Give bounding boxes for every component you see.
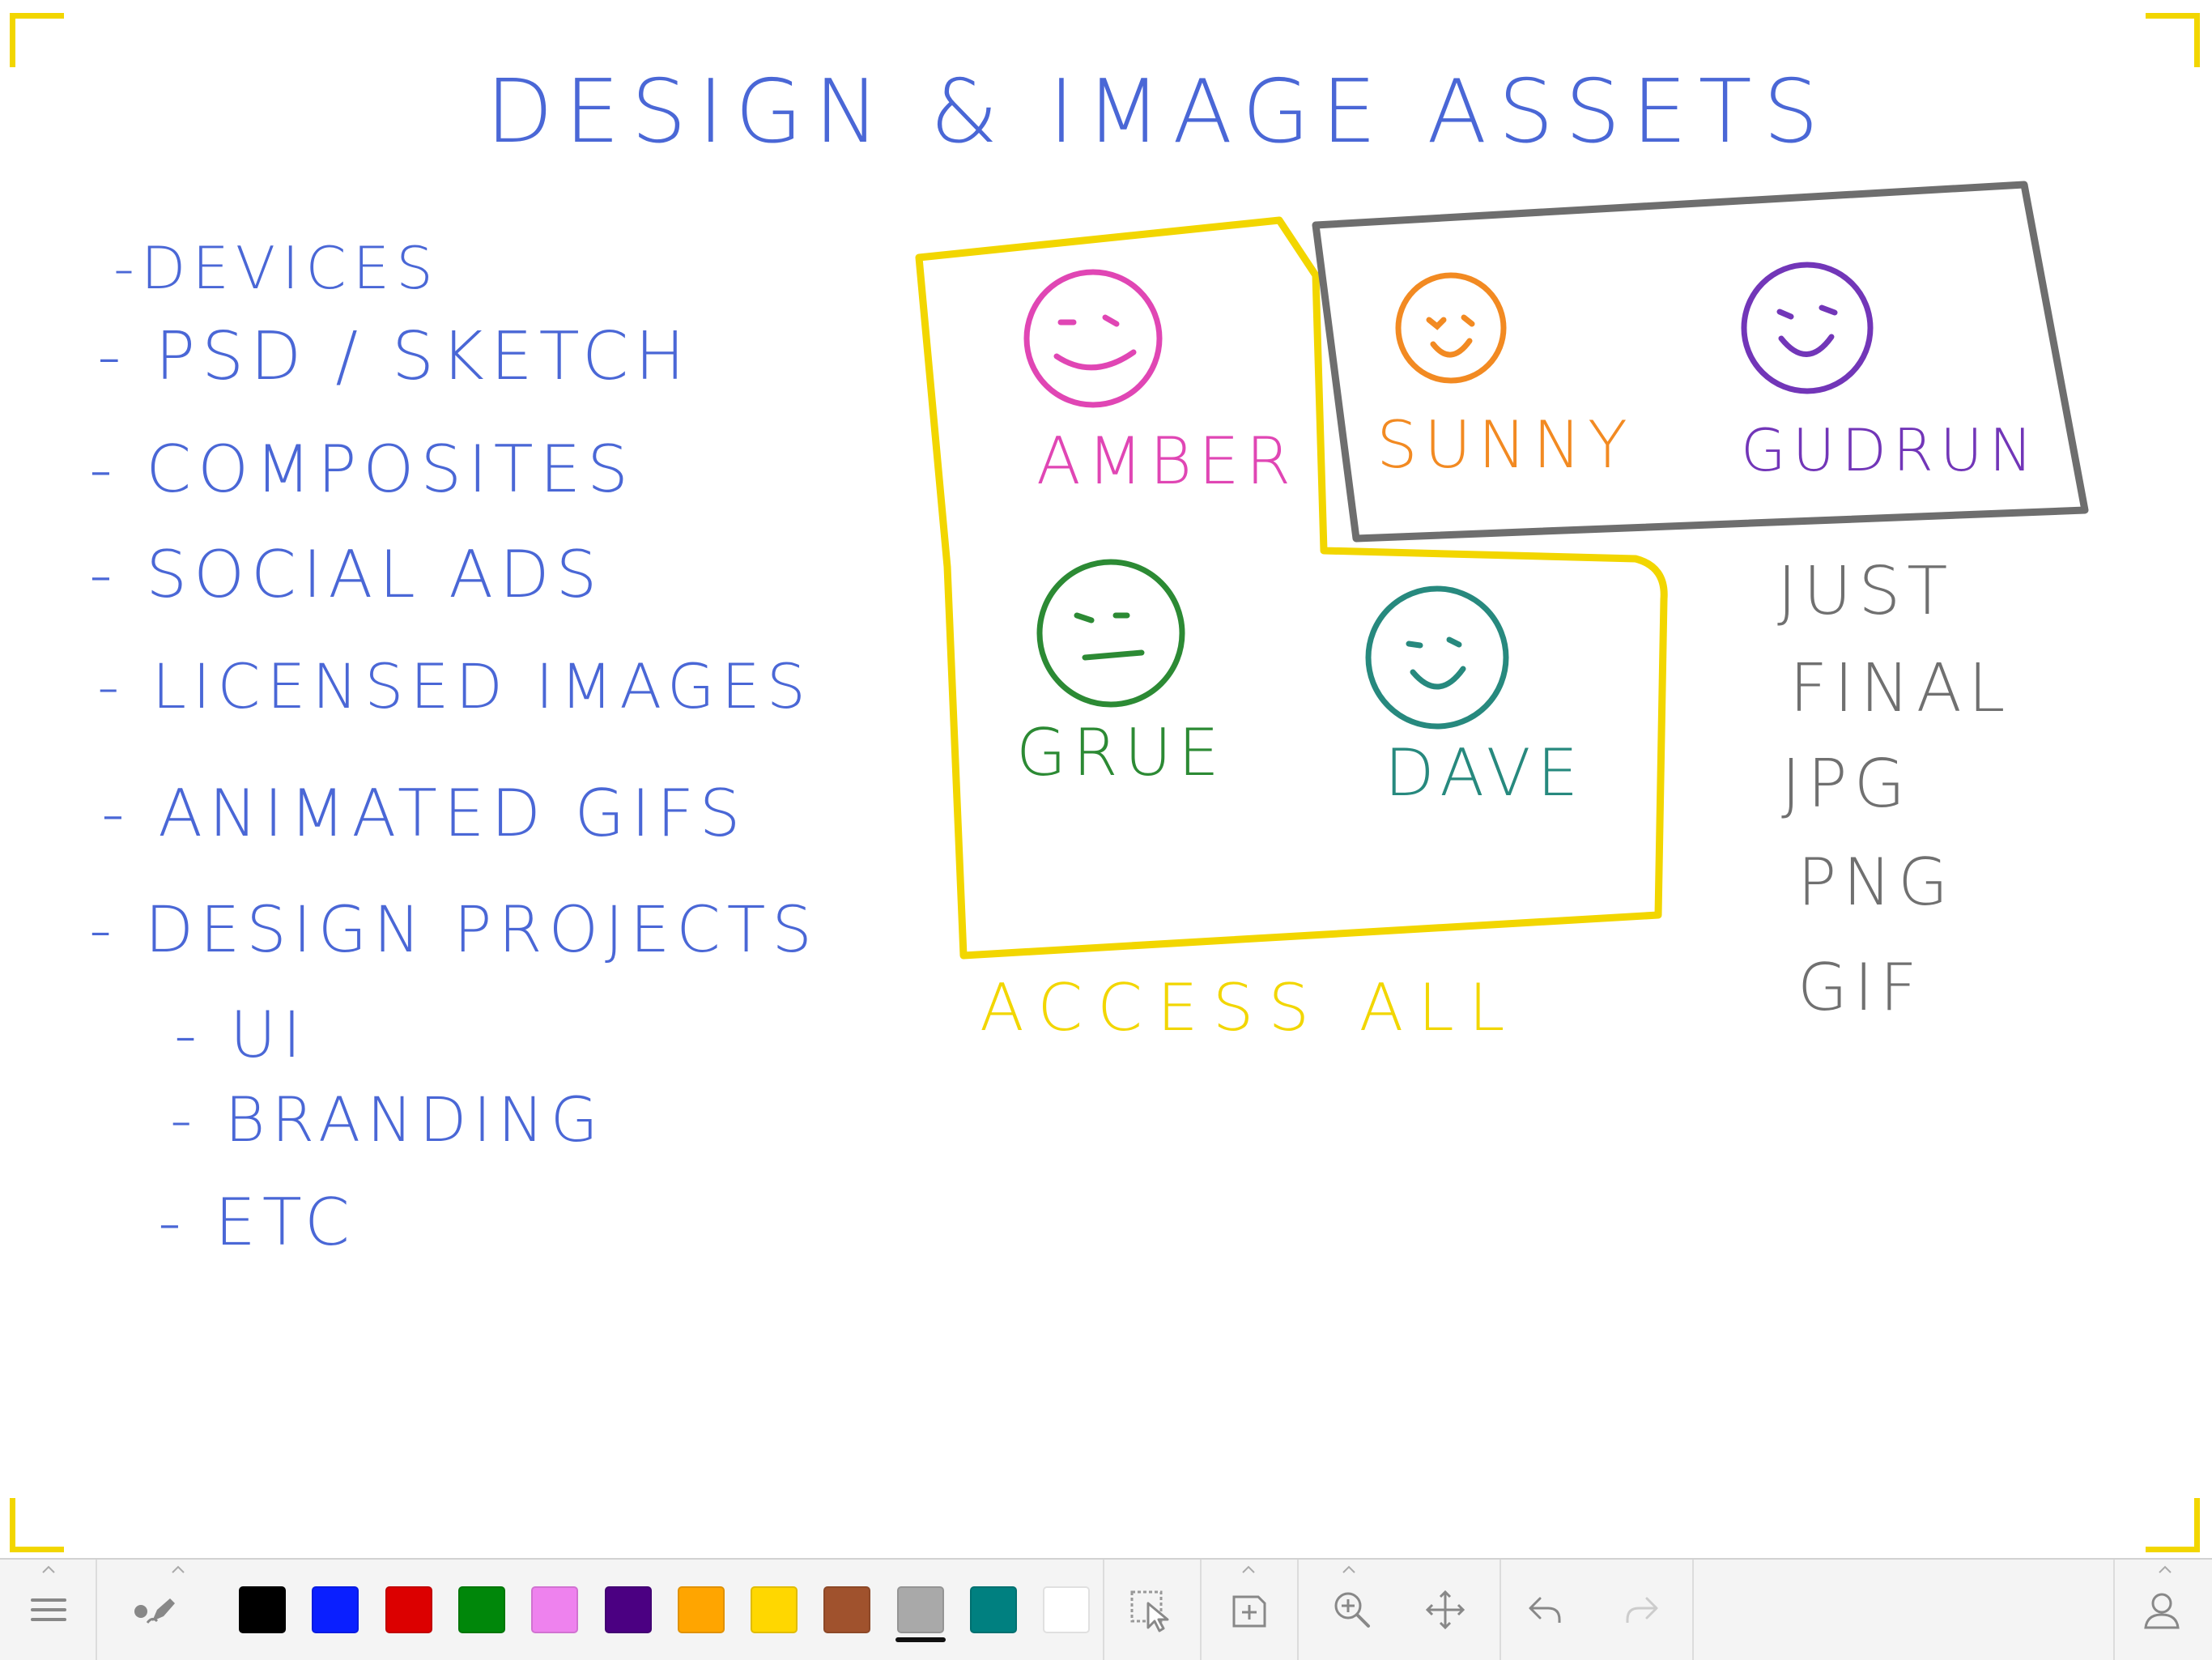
add-page-button[interactable] — [1216, 1577, 1281, 1642]
color-swatch-pink[interactable] — [531, 1586, 578, 1633]
toolbar-divider — [1499, 1560, 1501, 1660]
zoom-in-icon — [1334, 1592, 1370, 1628]
undo-button[interactable] — [1512, 1577, 1577, 1642]
pen-brush-icon — [134, 1598, 175, 1624]
chevron-up-icon — [1242, 1565, 1255, 1573]
account-button[interactable] — [2129, 1577, 2194, 1642]
list-item: - DESIGN PROJECTS — [89, 894, 819, 967]
color-swatch-white[interactable] — [1043, 1586, 1090, 1633]
redo-arrow-icon — [1626, 1597, 1658, 1623]
chevron-up-icon — [1342, 1565, 1355, 1573]
color-swatch-red[interactable] — [385, 1586, 432, 1633]
menu-button[interactable] — [16, 1577, 81, 1642]
toolbar-divider — [1692, 1560, 1694, 1660]
color-swatch-purple[interactable] — [605, 1586, 652, 1633]
color-swatch-blue[interactable] — [312, 1586, 359, 1633]
hamburger-menu-icon — [31, 1598, 66, 1621]
corner-marker-top-left — [10, 13, 64, 67]
move-arrows-icon — [1425, 1590, 1465, 1630]
color-swatch-green[interactable] — [458, 1586, 505, 1633]
pan-button[interactable] — [1413, 1577, 1478, 1642]
color-swatch-gray[interactable] — [897, 1586, 944, 1633]
person-name-grue: GRUE — [1016, 715, 1226, 790]
dave-face-icon — [1365, 585, 1509, 730]
bottom-toolbar — [0, 1558, 2212, 1660]
list-item: - ETC — [158, 1185, 356, 1260]
limited-note-line: PNG — [1797, 845, 1955, 920]
limited-note-line: FINAL — [1789, 650, 2012, 727]
access-all-label: ACCESS ALL — [980, 970, 1520, 1045]
toolbar-divider — [1200, 1560, 1202, 1660]
board-title: DESIGN & IMAGE ASSETS — [486, 62, 1831, 163]
person-name-amber: AMBER — [1036, 424, 1298, 499]
limited-note-line: JUST — [1777, 553, 1955, 630]
user-profile-icon — [2144, 1593, 2180, 1629]
person-name-dave: DAVE — [1385, 735, 1585, 811]
toolbar-divider — [1103, 1560, 1104, 1660]
limited-note-line: JPG — [1781, 746, 1912, 823]
list-item: - PSD / SKETCH — [97, 318, 691, 395]
whiteboard-canvas[interactable]: DESIGN & IMAGE ASSETS -DEVICES - PSD / S… — [0, 0, 2212, 1558]
color-swatch-orange[interactable] — [678, 1586, 725, 1633]
pen-tool-button[interactable] — [121, 1577, 186, 1642]
limited-access-region — [1312, 181, 2089, 543]
chevron-up-icon — [172, 1565, 185, 1573]
list-item: - UI — [174, 999, 308, 1072]
person-name-sunny: SUNNY — [1376, 407, 1634, 483]
limited-note-line: GIF — [1797, 950, 1924, 1025]
toolbar-divider — [96, 1560, 97, 1660]
list-item: - ANIMATED GIFS — [101, 776, 747, 851]
corner-marker-bottom-left — [10, 1498, 64, 1552]
grue-face-icon — [1036, 559, 1185, 708]
add-page-icon — [1232, 1595, 1266, 1628]
selected-color-indicator — [895, 1637, 946, 1642]
amber-face-icon — [1023, 269, 1163, 408]
list-item: - SOCIAL ADS — [89, 537, 604, 612]
color-swatch-yellow[interactable] — [751, 1586, 798, 1633]
toolbar-divider — [2113, 1560, 2115, 1660]
color-swatch-black[interactable] — [239, 1586, 286, 1633]
corner-marker-top-right — [2146, 13, 2200, 67]
toolbar-divider — [1297, 1560, 1299, 1660]
list-item: -DEVICES — [113, 234, 440, 302]
chevron-up-icon — [42, 1565, 55, 1573]
chevron-up-icon — [2159, 1565, 2172, 1573]
diagram-drawing — [915, 181, 2089, 960]
selection-pointer-icon — [1130, 1590, 1169, 1632]
access-all-region — [915, 216, 1668, 960]
list-item: - BRANDING — [170, 1083, 605, 1156]
gudrun-face-icon — [1741, 262, 1874, 394]
color-swatch-teal[interactable] — [970, 1586, 1017, 1633]
sunny-face-icon — [1395, 272, 1507, 384]
redo-button[interactable] — [1610, 1577, 1674, 1642]
corner-marker-bottom-right — [2146, 1498, 2200, 1552]
color-swatch-brown[interactable] — [823, 1586, 870, 1633]
list-item: - LICENSED IMAGES — [97, 650, 813, 722]
zoom-button[interactable] — [1320, 1577, 1385, 1642]
select-tool-button[interactable] — [1117, 1577, 1182, 1642]
undo-arrow-icon — [1529, 1597, 1561, 1623]
person-name-gudrun: GUDRUN — [1741, 416, 2040, 484]
list-item: - COMPOSITES — [89, 432, 635, 507]
